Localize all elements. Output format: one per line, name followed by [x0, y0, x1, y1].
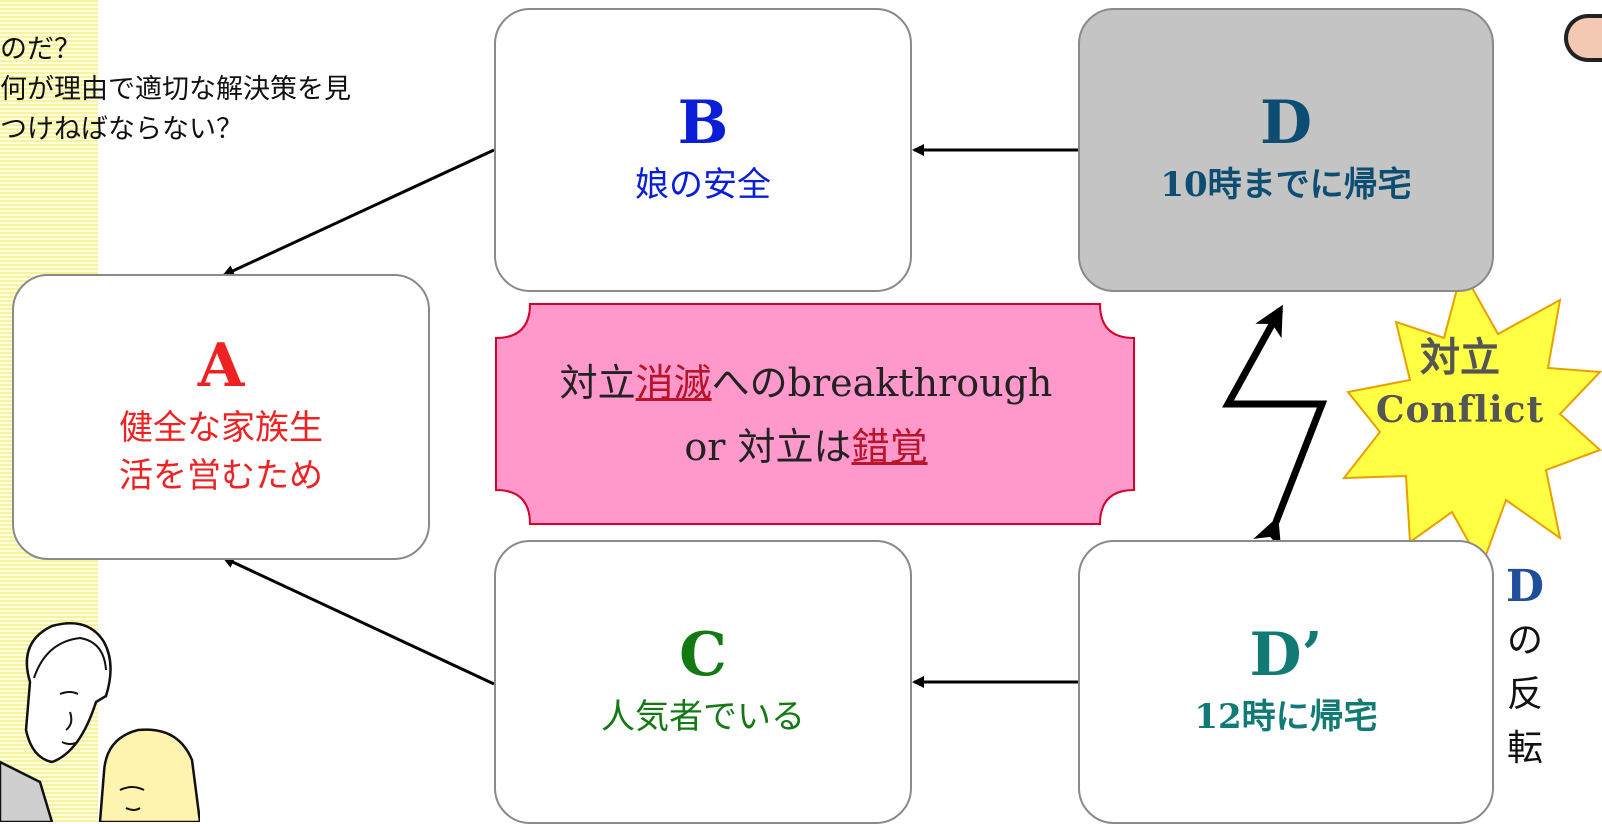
- partial-character-icon: [1564, 14, 1602, 62]
- box-c: C 人気者でいる: [494, 540, 912, 824]
- reversal-char-1: の: [1506, 620, 1543, 661]
- breakthrough-text: 対立消滅へのbreakthrough or 対立は錯覚: [496, 304, 1116, 526]
- box-c-text: 人気者でいる: [601, 697, 805, 737]
- box-d-prime-label: 時に帰宅: [1241, 697, 1378, 737]
- box-d-letter: D: [1259, 88, 1313, 158]
- center-l2-a: or: [684, 425, 726, 469]
- box-d-text: 10時までに帰宅: [1160, 161, 1411, 209]
- center-l2-c: 錯覚: [851, 425, 928, 469]
- conflict-label: 対立 Conflict: [1360, 330, 1560, 434]
- breakthrough-line-2: or 対立は錯覚: [684, 415, 927, 479]
- box-d-label: 時までに帰宅: [1207, 165, 1412, 205]
- box-d-number: 10: [1160, 165, 1208, 205]
- box-d-prime-text: 12時に帰宅: [1194, 693, 1377, 741]
- center-plaque: [495, 303, 1135, 525]
- reversal-letter: D: [1505, 561, 1545, 612]
- question-text: のだ？ 何が理由で適切な解決策を見 つけねばならない？: [0, 30, 480, 150]
- box-a-text-line-1: 健全な家族生: [119, 408, 323, 448]
- father-daughter-illustration: [0, 622, 200, 822]
- d-reversal-vertical-text: D の 反 転: [1500, 560, 1550, 776]
- box-d-prime: D’ 12時に帰宅: [1078, 540, 1494, 824]
- box-b-text: 娘の安全: [635, 165, 771, 205]
- reversal-char-3: 転: [1506, 728, 1543, 769]
- box-a-text: 健全な家族生 活を営むため: [119, 404, 323, 500]
- box-a-text-line-2: 活を営むため: [119, 456, 323, 496]
- box-b: B 娘の安全: [494, 8, 912, 292]
- center-l2-b: 対立は: [737, 425, 852, 469]
- conflict-en: Conflict: [1375, 389, 1545, 431]
- center-l1-d: breakthrough: [787, 361, 1053, 405]
- box-d: D 10時までに帰宅: [1078, 8, 1494, 292]
- reversal-char-2: 反: [1506, 674, 1543, 715]
- conflict-jp: 対立: [1420, 335, 1500, 381]
- center-l1-a: 対立: [559, 361, 636, 405]
- breakthrough-line-1: 対立消滅へのbreakthrough: [560, 351, 1053, 415]
- box-c-letter: C: [679, 620, 727, 690]
- arrow-b-to-a: [222, 148, 495, 277]
- box-a-letter: A: [197, 331, 245, 401]
- question-line-3: つけねばならない？: [0, 114, 243, 145]
- box-d-prime-number: 12: [1194, 697, 1242, 737]
- box-a: A 健全な家族生 活を営むため: [12, 274, 430, 560]
- question-line-1: のだ？: [0, 34, 81, 65]
- box-d-prime-letter: D’: [1249, 620, 1323, 690]
- conflict-lightning-arrow: [1222, 304, 1328, 550]
- box-b-letter: B: [677, 88, 729, 158]
- arrow-c-to-a: [222, 556, 495, 686]
- question-line-2: 何が理由で適切な解決策を見: [0, 74, 351, 105]
- center-l1-c: への: [711, 361, 788, 405]
- center-l1-b: 消滅: [635, 361, 712, 405]
